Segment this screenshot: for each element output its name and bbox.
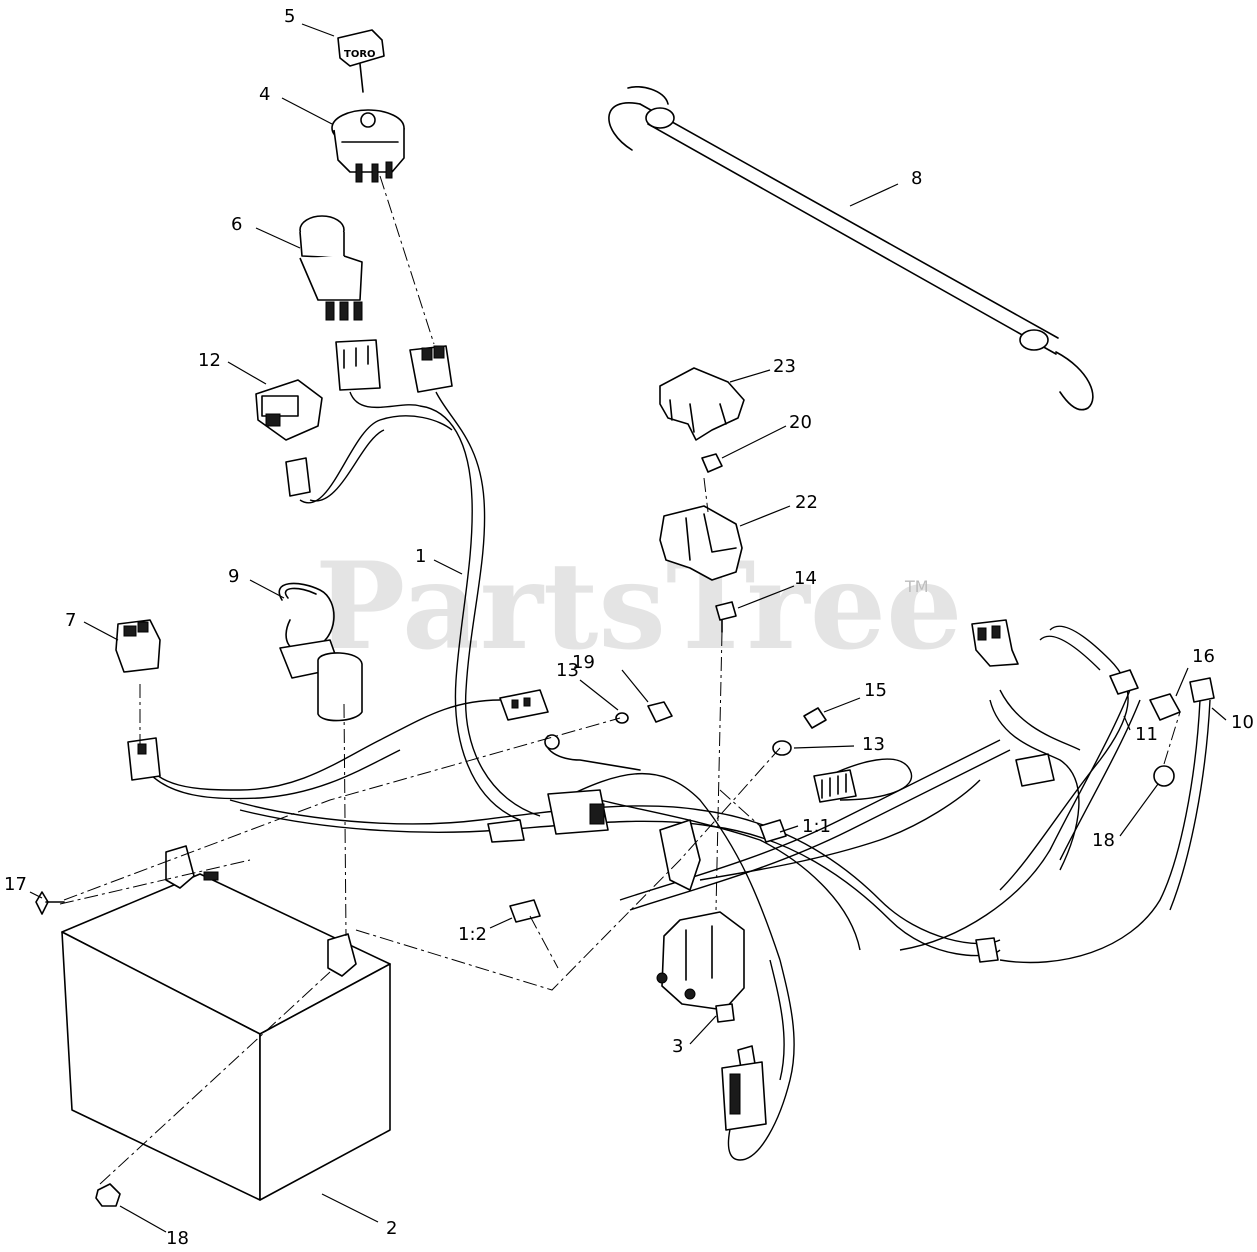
callout-7: 7	[65, 610, 76, 631]
callout-11: 11	[1135, 724, 1158, 745]
callout-1-1: 1:1	[802, 816, 831, 837]
callout-13-lower: 13	[862, 734, 885, 755]
ignition-switch-part	[331, 109, 405, 183]
watermark: PartsTree	[315, 536, 962, 677]
callout-3: 3	[672, 1036, 683, 1057]
callout-13-upper: 13	[556, 660, 579, 681]
alignment-lines	[59, 175, 1181, 1185]
callout-14: 14	[794, 568, 817, 589]
callout-12: 12	[198, 350, 221, 371]
callout-5: 5	[284, 6, 295, 27]
lower-switch-part	[721, 1045, 767, 1131]
rod-part	[608, 86, 1094, 411]
callout-18-right: 18	[1092, 830, 1115, 851]
solenoid-part	[656, 911, 745, 1023]
callout-16: 16	[1192, 646, 1215, 667]
callout-23: 23	[773, 356, 796, 377]
leader-lines	[29, 23, 1227, 1233]
seat-switch-part	[115, 619, 161, 781]
fuse-parts	[509, 819, 787, 923]
nut-part-20	[701, 453, 723, 473]
callout-4: 4	[259, 84, 270, 105]
callout-9: 9	[228, 566, 239, 587]
harness-connectors	[487, 619, 1055, 963]
right-cable-parts	[1109, 669, 1215, 787]
callout-6: 6	[231, 214, 242, 235]
callout-15: 15	[864, 680, 887, 701]
callout-1: 1	[415, 546, 426, 567]
connector-top	[409, 345, 453, 393]
callout-20: 20	[789, 412, 812, 433]
key-part: TORO	[337, 29, 385, 93]
washer-nut-parts	[544, 701, 673, 771]
callout-19: 19	[572, 652, 595, 673]
pto-switch-part	[299, 215, 381, 391]
callout-2: 2	[386, 1218, 397, 1239]
callout-22: 22	[795, 492, 818, 513]
callout-8: 8	[911, 168, 922, 189]
callout-17: 17	[4, 874, 27, 895]
hour-meter-part	[255, 379, 323, 497]
battery-cable-boot-part	[278, 582, 363, 722]
callout-10: 10	[1231, 712, 1254, 733]
watermark-tm: TM	[904, 577, 929, 596]
key-label: TORO	[344, 49, 376, 60]
callout-labels: 5 4 6 12 8 23 20 22 1 9 14 7 13 19 15 13…	[4, 6, 1254, 1249]
callout-1-2: 1:2	[458, 924, 487, 945]
battery-part	[61, 845, 391, 1207]
cover-part	[659, 367, 745, 441]
bolt-part-17	[35, 891, 65, 915]
bolt-part-14	[715, 601, 737, 633]
callout-18-bottom: 18	[166, 1228, 189, 1249]
holder-part	[659, 505, 743, 581]
